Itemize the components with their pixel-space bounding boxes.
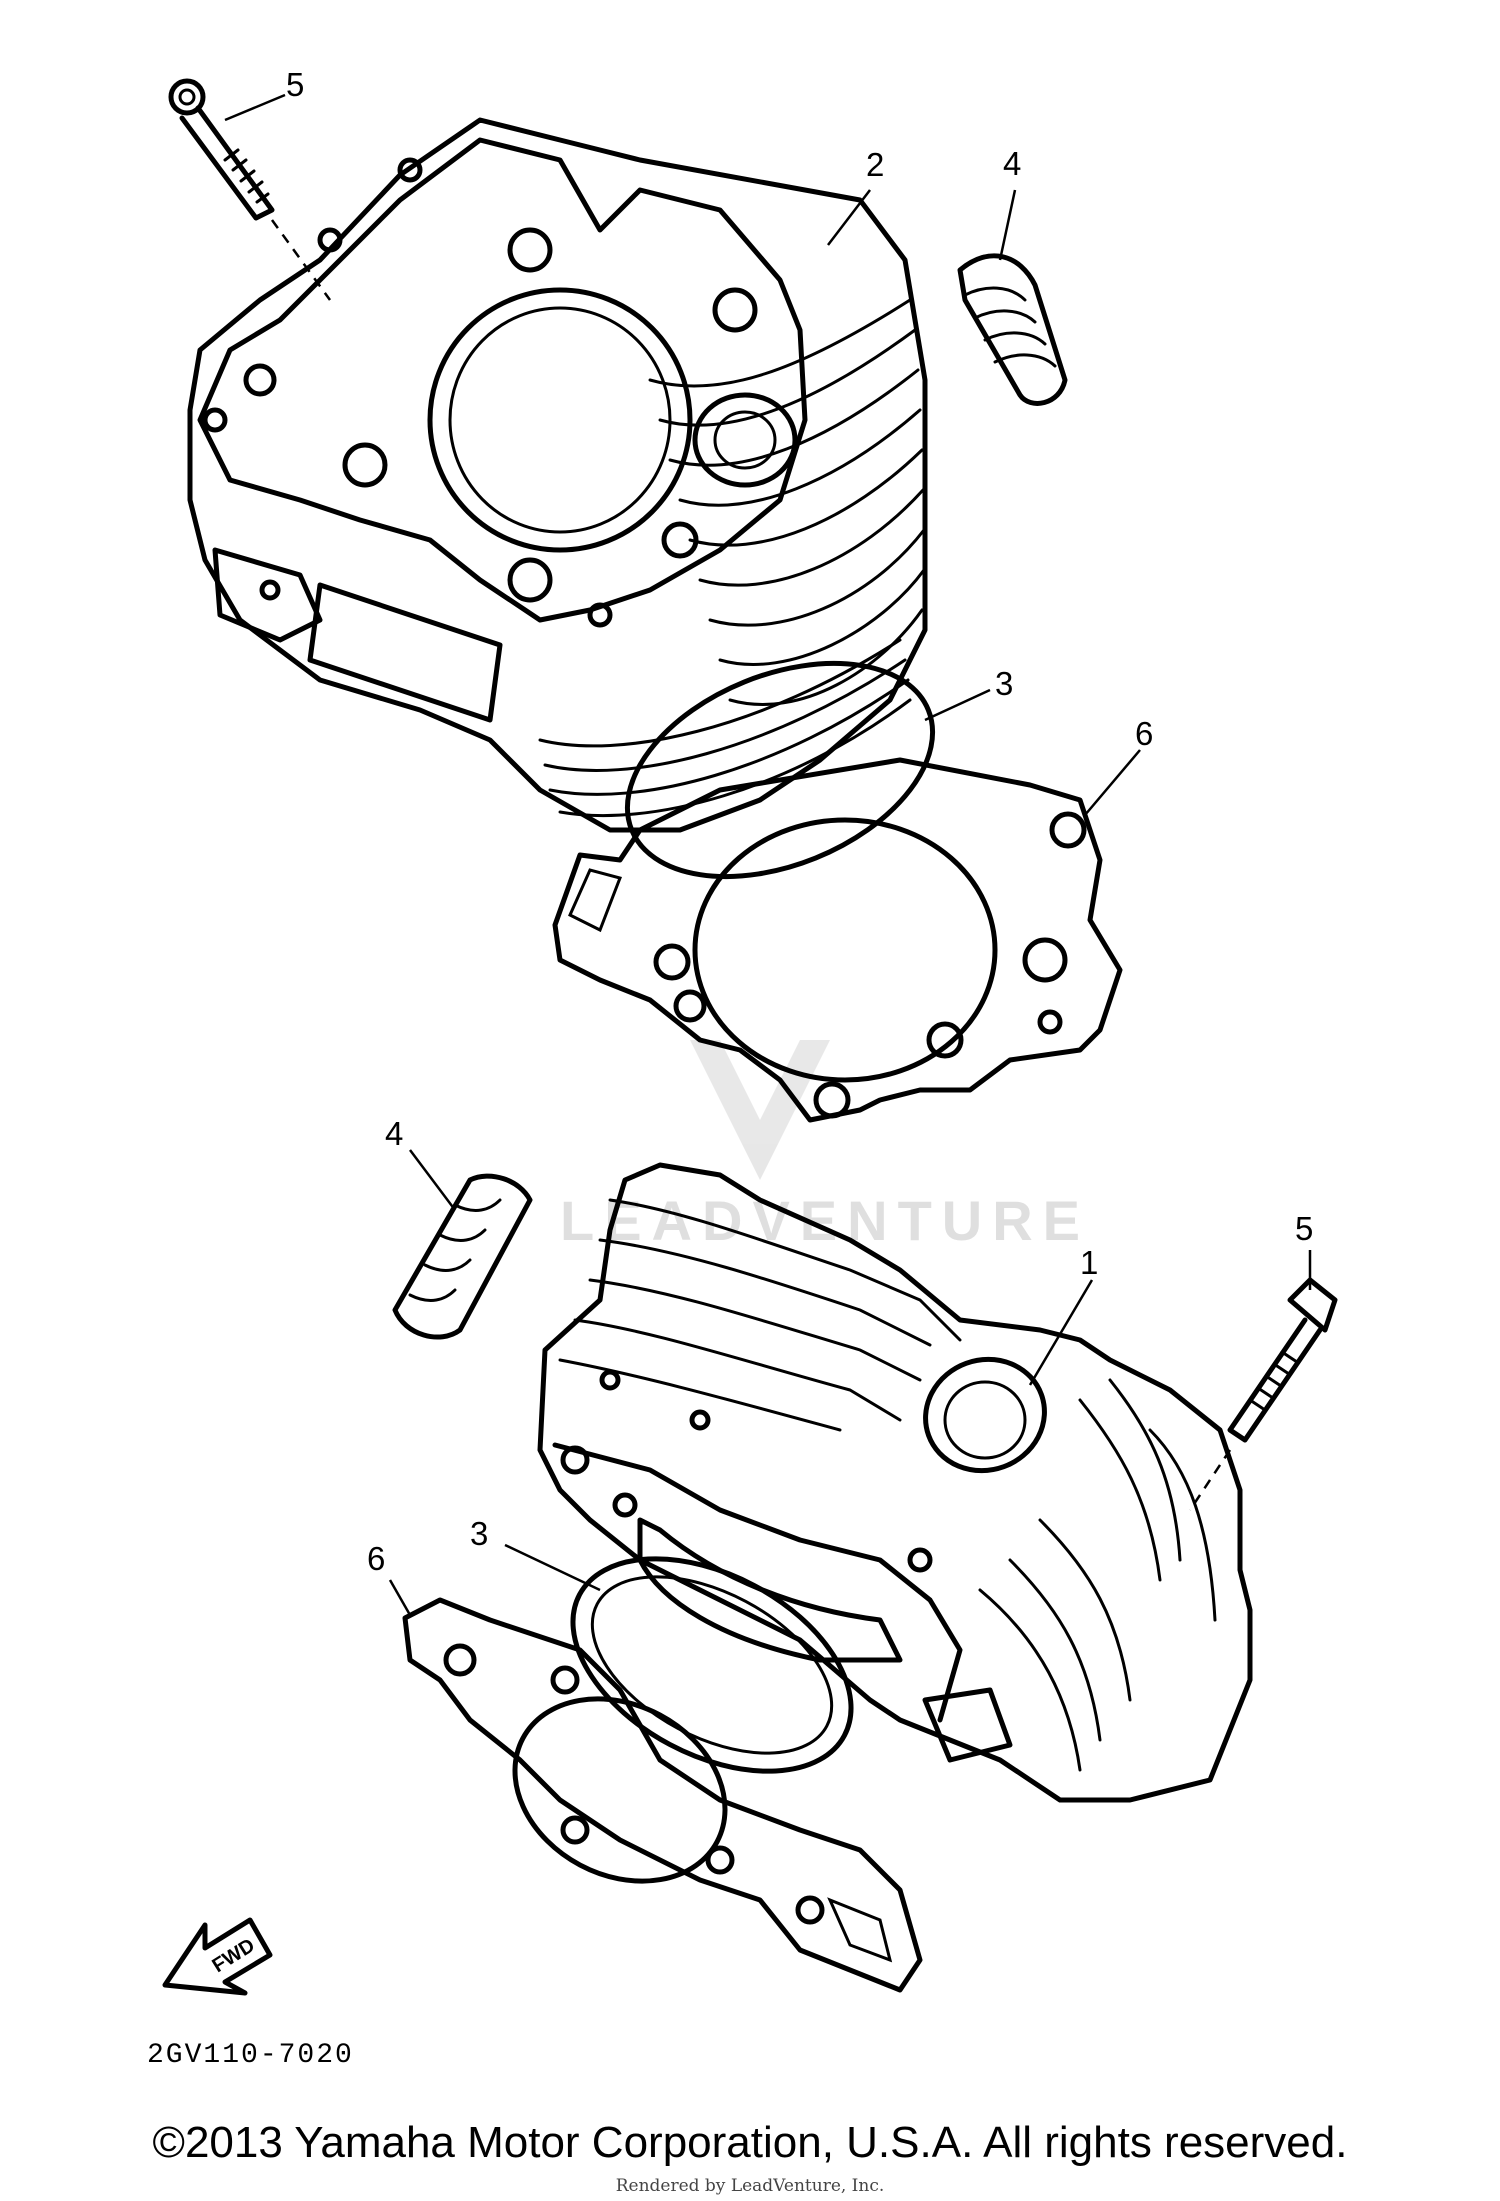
callout-2-top: 2 <box>866 146 884 183</box>
top-cylinder-fins <box>538 298 926 818</box>
bottom-bolt: 5 <box>1188 1210 1338 1511</box>
callout-4-bottom: 4 <box>385 1115 403 1152</box>
bottom-oring: 3 <box>470 1515 854 1774</box>
callout-3-bottom: 3 <box>470 1515 488 1552</box>
callout-5-top: 5 <box>286 66 304 103</box>
callout-6-top: 6 <box>1135 715 1153 752</box>
top-oring: 3 <box>624 660 1013 880</box>
top-cylinder: 2 <box>187 117 928 833</box>
top-bolt: 5 <box>168 66 332 301</box>
rendered-by-notice: Rendered by LeadVenture, Inc. <box>615 2176 885 2196</box>
top-dowel: 4 <box>957 145 1068 406</box>
drawing-code: 2GV110-7020 <box>147 2040 354 2071</box>
bottom-cylinder-fins <box>558 1198 1217 1772</box>
bottom-cylinder: 1 <box>537 1162 1253 1803</box>
callout-4-top: 4 <box>1003 145 1021 182</box>
callout-6-bottom: 6 <box>367 1540 385 1577</box>
fwd-arrow: FWD <box>162 1917 273 1996</box>
bottom-gasket: 6 <box>367 1540 923 1993</box>
watermark-text: LEADVENTURE <box>560 1189 1090 1252</box>
callout-3-top: 3 <box>995 665 1013 702</box>
bottom-dowel: 4 <box>385 1115 533 1340</box>
top-gasket: 6 <box>552 715 1153 1123</box>
watermark: LEADVENTURE <box>560 1040 1090 1252</box>
callout-1-bottom: 1 <box>1080 1244 1098 1281</box>
copyright-notice: ©2013 Yamaha Motor Corporation, U.S.A. A… <box>152 2118 1348 2167</box>
callout-5-bottom: 5 <box>1295 1210 1313 1247</box>
